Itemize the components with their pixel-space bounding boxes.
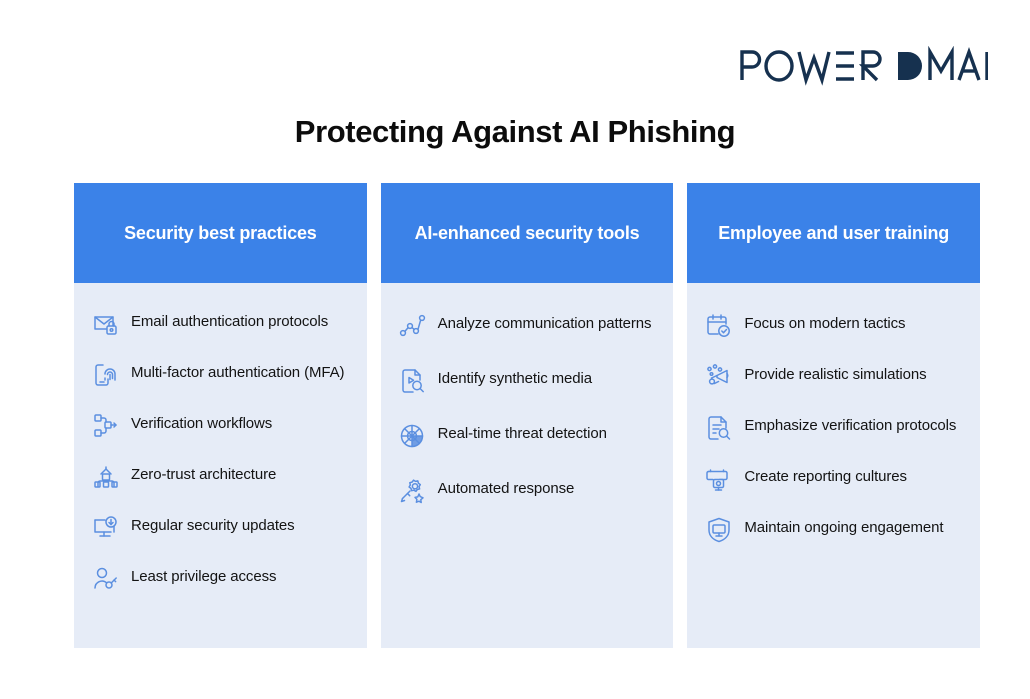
card-header-3: Employee and user training (687, 183, 981, 283)
card-ai-enhanced-security-tools: AI-enhanced security tools Analyze commu… (380, 183, 674, 648)
screen-report-icon (705, 465, 733, 493)
list-item-label: Focus on modern tactics (744, 315, 906, 332)
list-item-label: Real-time threat detection (437, 425, 607, 442)
media-search-icon (399, 367, 427, 395)
list-item-label: Multi-factor authentication (MFA) (131, 364, 345, 381)
card-header-title-1: Security best practices (124, 222, 317, 243)
card-security-best-practices: Security best practices Email authentica… (74, 183, 367, 648)
list-item: Focus on modern tactics (705, 311, 962, 340)
list-item: Automated response (399, 476, 656, 505)
list-item: Analyze communication patterns (399, 311, 656, 340)
list-item: Maintain ongoing engagement (705, 515, 962, 544)
list-item: Multi-factor authentication (MFA) (92, 360, 349, 389)
list-item-label: Provide realistic simulations (744, 366, 927, 383)
radar-globe-icon (399, 422, 427, 450)
list-item-label: Zero-trust architecture (131, 466, 277, 483)
list-item-label: Identify synthetic media (437, 370, 593, 387)
list-item: Zero-trust architecture (92, 462, 349, 491)
card-header-title-3: Employee and user training (718, 222, 950, 243)
workflow-nodes-icon (92, 412, 120, 440)
list-item: Least privilege access (92, 564, 349, 593)
list-item: Regular security updates (92, 513, 349, 542)
monitor-download-icon (92, 514, 120, 542)
list-item: Provide realistic simulations (705, 362, 962, 391)
list-item: Email authentication protocols (92, 309, 349, 338)
list-item: Verification workflows (92, 411, 349, 440)
card-body-3: Focus on modern tactics Provide r (687, 283, 980, 648)
list-item-label: Create reporting cultures (744, 468, 907, 485)
envelope-lock-icon (92, 310, 120, 338)
list-item: Create reporting cultures (705, 464, 962, 493)
user-key-icon (92, 565, 120, 593)
card-header-2: AI-enhanced security tools (380, 183, 674, 283)
list-item-label: Verification workflows (131, 415, 273, 432)
card-header-title-2: AI-enhanced security tools (414, 222, 640, 243)
shield-monitor-icon (705, 516, 733, 544)
brand-logo (738, 46, 988, 86)
calendar-check-icon (705, 312, 733, 340)
card-employee-and-user-training: Employee and user training Focus on mode… (687, 183, 981, 648)
list-item-label: Emphasize verification protocols (744, 417, 957, 434)
list-item-label: Analyze communication patterns (437, 315, 652, 332)
card-body-2: Analyze communication patterns Identify … (381, 283, 674, 648)
list-item: Emphasize verification protocols (705, 413, 962, 442)
list-item: Identify synthetic media (399, 366, 656, 395)
card-body-1: Email authentication protocols Multi-fac… (74, 283, 367, 648)
list-item-label: Least privilege access (131, 568, 277, 585)
list-item-label: Maintain ongoing engagement (744, 519, 944, 536)
megaphone-confetti-icon (705, 363, 733, 391)
magic-gear-icon (399, 477, 427, 505)
page-title: Protecting Against AI Phishing (294, 114, 736, 149)
list-item-label: Regular security updates (131, 517, 295, 534)
list-item-label: Automated response (437, 480, 575, 497)
powerdmarc-logo-icon (740, 46, 988, 86)
list-item: Real-time threat detection (399, 421, 656, 450)
building-architecture-icon (92, 463, 120, 491)
document-search-icon (705, 414, 733, 442)
card-header-1: Security best practices (74, 183, 367, 283)
columns-container: Security best practices Email authentica… (74, 183, 981, 648)
scatter-network-icon (399, 312, 427, 340)
phone-fingerprint-icon (92, 361, 120, 389)
list-item-label: Email authentication protocols (131, 313, 329, 330)
